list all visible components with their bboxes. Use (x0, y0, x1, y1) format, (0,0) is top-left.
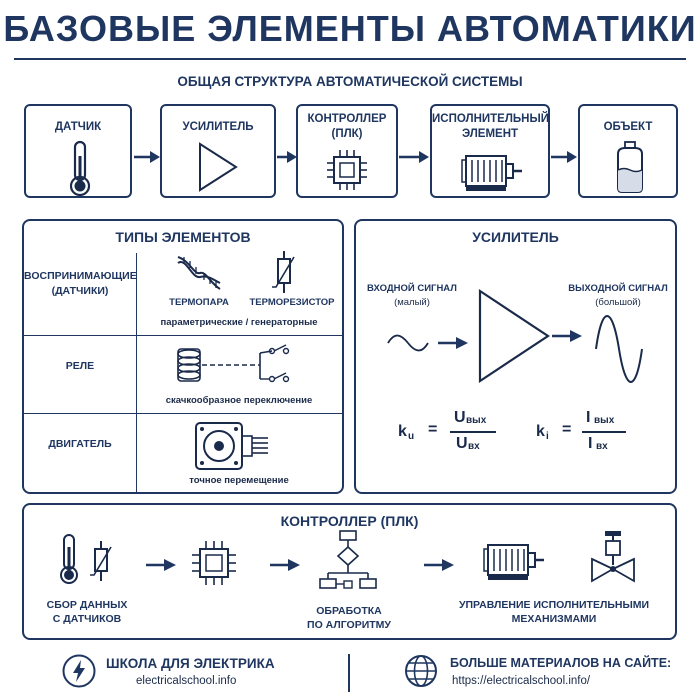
ki-symbol: k (536, 423, 545, 440)
lightning-bolt-icon (62, 654, 96, 688)
small-sine-icon (387, 334, 429, 352)
footer-divider (348, 654, 350, 692)
block-sensor-label: ДАТЧИК (54, 121, 102, 133)
input-signal-label: ВХОДНОЙ СИГНАЛ (367, 283, 457, 294)
arrow-right-icon (270, 559, 300, 571)
motor-caption: точное перемещение (189, 475, 289, 486)
amplifier-heading: УСИЛИТЕЛЬ (472, 229, 559, 245)
block-actuator-label-1: ИСПОЛНИТЕЛЬНЫЙ (432, 113, 549, 125)
thermometer-icon (60, 534, 78, 584)
types-heading: ТИПЫ ЭЛЕМЕНТОВ (115, 229, 251, 245)
relay-caption: скачкообразное переключение (165, 395, 313, 406)
block-actuator: ИСПОЛНИТЕЛЬНЫЙ ЭЛЕМЕНТ (430, 104, 550, 198)
arrow-right-icon (552, 330, 582, 342)
thermistor-label: ТЕРМОРЕЗИСТОР (249, 297, 335, 308)
amplifier-panel: УСИЛИТЕЛЬ ВХОДНОЙ СИГНАЛ (малый) ВЫХОДНО… (354, 219, 677, 494)
block-actuator-label-2: ЭЛЕМЕНТ (461, 128, 519, 140)
valve-icon (591, 531, 635, 583)
thermometer-icon (69, 140, 91, 197)
page-title: БАЗОВЫЕ ЭЛЕМЕНТЫ АВТОМАТИКИ (3, 8, 697, 49)
motor-icon (461, 155, 522, 191)
step3-label-2: МЕХАНИЗМАМИ (511, 613, 597, 625)
footer-site-link[interactable]: https://electricalschool.info/ (452, 675, 591, 687)
ku-subscript: u (408, 431, 415, 442)
step2-label-1: ОБРАБОТКА (316, 605, 382, 617)
tank-icon (617, 141, 643, 193)
ku-equals: = (428, 421, 438, 438)
arrow-right-icon (438, 337, 468, 349)
thermistor-icon (90, 541, 112, 581)
title-divider (14, 58, 686, 60)
output-signal-sub: (большой) (595, 297, 641, 308)
types-panel: ТИПЫ ЭЛЕМЕНТОВ ВОСПРИНИМАЮЩИЕ (ДАТЧИКИ) … (22, 219, 344, 494)
row-label-sensors-1: ВОСПРИНИМАЮЩИЕ (24, 270, 137, 282)
relay-icon (177, 344, 290, 383)
ku-symbol: k (398, 423, 407, 440)
step1-label-2: С ДАТЧИКОВ (52, 613, 122, 625)
controller-panel: КОНТРОЛЛЕР (ПЛК) СБОР ДАННЫХ С ДАТЧИКОВ (22, 503, 677, 640)
arrow-right-icon (399, 151, 429, 163)
ku-denominator: U (456, 435, 468, 452)
amplifier-icon (199, 142, 238, 192)
controller-heading: КОНТРОЛЛЕР (ПЛК) (280, 513, 419, 529)
block-amplifier: УСИЛИТЕЛЬ (160, 104, 276, 198)
globe-icon (405, 655, 437, 687)
block-object: ОБЪЕКТ (578, 104, 678, 198)
block-object-label: ОБЪЕКТ (603, 121, 653, 133)
ki-equals: = (562, 421, 572, 438)
block-amplifier-label: УСИЛИТЕЛЬ (182, 121, 254, 133)
arrow-right-icon (146, 559, 176, 571)
stepper-motor-icon (195, 422, 268, 470)
footer-school-link[interactable]: electricalschool.info (136, 675, 237, 687)
arrow-right-icon (277, 151, 297, 163)
arrow-right-icon (424, 559, 454, 571)
chip-icon (192, 541, 236, 585)
block-controller: КОНТРОЛЛЕР (ПЛК) (296, 104, 398, 198)
ku-numerator: U (454, 409, 466, 426)
row-label-sensors-2: (ДАТЧИКИ) (51, 285, 109, 297)
ku-numerator-sub: вых (466, 415, 487, 426)
ki-numerator: I (586, 409, 591, 426)
ku-denominator-sub: вх (468, 441, 480, 452)
structure-heading: ОБЩАЯ СТРУКТУРА АВТОМАТИЧЕСКОЙ СИСТЕМЫ (177, 74, 523, 89)
block-controller-label-2: (ПЛК) (331, 128, 363, 140)
ki-denominator: I (588, 435, 593, 452)
ki-subscript: i (546, 431, 549, 442)
thermistor-icon (272, 251, 295, 293)
thermocouple-label: ТЕРМОПАРА (169, 297, 229, 308)
input-signal-sub: (малый) (394, 297, 430, 308)
chip-icon (327, 150, 367, 190)
step1-label-1: СБОР ДАННЫХ (46, 599, 128, 611)
ki-formula: k i = I вых I вх (536, 407, 646, 457)
flowchart-icon (319, 530, 377, 589)
step2-label-2: ПО АЛГОРИТМУ (307, 619, 391, 631)
row-label-motor: ДВИГАТЕЛЬ (48, 438, 112, 450)
motor-icon (483, 544, 544, 580)
arrow-right-icon (134, 151, 160, 163)
arrow-right-icon (551, 151, 577, 163)
amplifier-triangle-icon (478, 288, 550, 384)
thermocouple-icon (177, 256, 221, 290)
block-sensor: ДАТЧИК (24, 104, 132, 198)
sensors-caption: параметрические / генераторные (160, 317, 318, 328)
large-sine-icon (595, 315, 643, 383)
row-label-relay: РЕЛЕ (65, 360, 95, 372)
footer-more-title: БОЛЬШЕ МАТЕРИАЛОВ НА САЙТЕ: (450, 656, 672, 670)
step3-label-1: УПРАВЛЕНИЕ ИСПОЛНИТЕЛЬНЫМИ (458, 599, 650, 611)
output-signal-label: ВЫХОДНОЙ СИГНАЛ (568, 283, 668, 294)
ki-denominator-sub: вх (596, 441, 608, 452)
footer-school-title: ШКОЛА ДЛЯ ЭЛЕКТРИКА (106, 656, 275, 671)
block-controller-label-1: КОНТРОЛЛЕР (307, 113, 387, 125)
ki-numerator-sub: вых (594, 415, 615, 426)
ku-formula: k u = U вых U вх (398, 407, 508, 457)
